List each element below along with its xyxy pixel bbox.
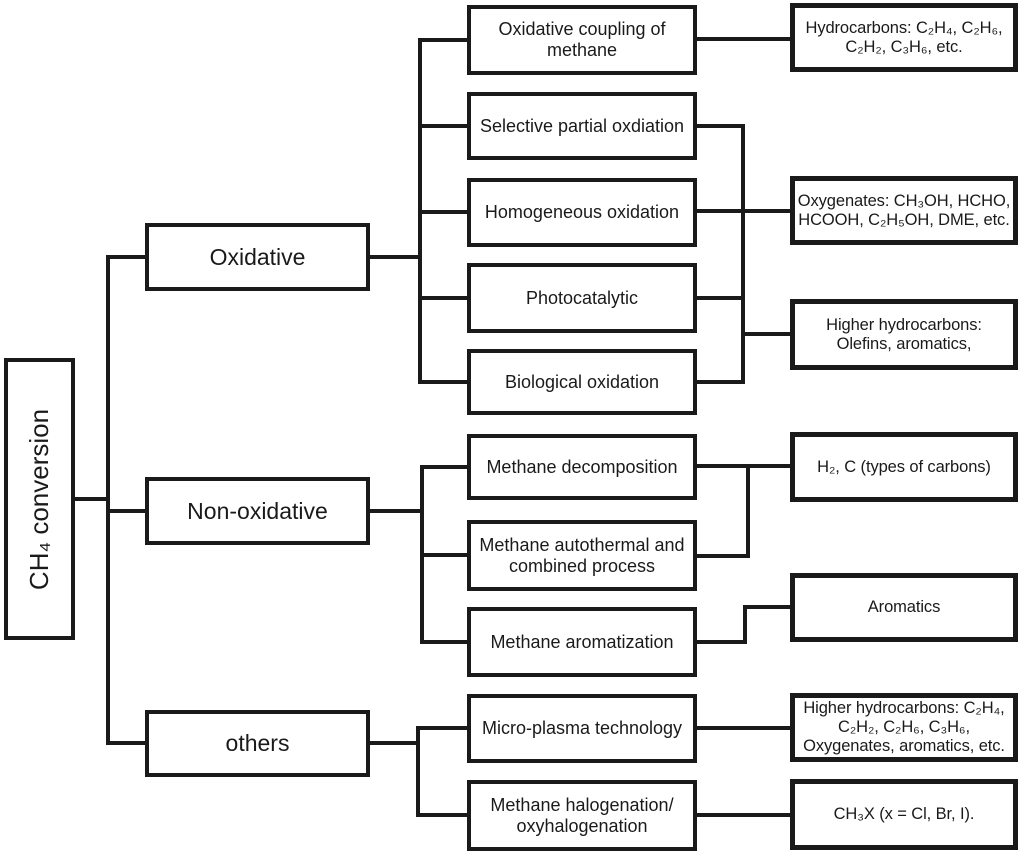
connector-line bbox=[370, 255, 422, 259]
node-non-oxidative: Non-oxidative bbox=[145, 477, 370, 545]
connector-line bbox=[697, 209, 792, 213]
connector-line bbox=[697, 124, 745, 128]
node-ch4-conversion-label: CH₄ conversion bbox=[24, 408, 54, 590]
node-photocatalytic: Photocatalytic bbox=[467, 263, 697, 333]
node-label: Methane aromatization bbox=[490, 631, 674, 652]
connector-line bbox=[420, 465, 469, 469]
node-label: Methane halogenation/ oxyhalogenation bbox=[490, 794, 674, 836]
connector-line bbox=[418, 38, 469, 42]
connector-line bbox=[416, 813, 469, 817]
connector-line bbox=[697, 296, 745, 300]
connector-line bbox=[741, 332, 792, 336]
node-label: Selective partial oxdiation bbox=[479, 115, 685, 136]
connector-line bbox=[697, 464, 792, 468]
connector-line bbox=[741, 124, 745, 384]
node-label: Biological oxidation bbox=[504, 371, 660, 392]
connector-line bbox=[418, 380, 469, 384]
connector-line bbox=[743, 605, 747, 644]
connector-line bbox=[697, 37, 792, 41]
connector-line bbox=[370, 509, 424, 513]
node-biological-oxidation: Biological oxidation bbox=[467, 349, 697, 415]
node-higher-hydrocarbons-mixed: Higher hydrocarbons: C₂H₄, C₂H₂, C₂H₆, C… bbox=[790, 693, 1018, 762]
node-h2-carbons: H₂, C (types of carbons) bbox=[790, 432, 1018, 502]
node-non-oxidative-label: Non-oxidative bbox=[187, 497, 328, 524]
connector-line bbox=[106, 741, 147, 745]
connector-line bbox=[418, 124, 469, 128]
node-label: Higher hydrocarbons: Olefins, aromatics, bbox=[826, 315, 982, 353]
node-label: Homogeneous oxidation bbox=[484, 202, 680, 223]
connector-line bbox=[106, 255, 110, 745]
node-label: Oxidative coupling of methane bbox=[498, 19, 666, 60]
connector-line bbox=[75, 497, 110, 501]
node-oxygenates: Oxygenates: CH₃OH, HCHO, HCOOH, C₂H₅OH, … bbox=[790, 176, 1018, 245]
node-label: H₂, C (types of carbons) bbox=[817, 457, 991, 476]
node-oxidative: Oxidative bbox=[145, 223, 370, 291]
node-others-label: others bbox=[225, 730, 290, 756]
node-ch4-conversion: CH₄ conversion bbox=[4, 358, 75, 640]
connector-line bbox=[418, 296, 469, 300]
connector-line bbox=[370, 741, 420, 745]
connector-line bbox=[416, 726, 469, 730]
node-label: Hydrocarbons: C₂H₄, C₂H₆, C₂H₂, C₃H₆, et… bbox=[805, 18, 1003, 56]
connector-line bbox=[106, 255, 147, 259]
node-label: Oxygenates: CH₃OH, HCHO, HCOOH, C₂H₅OH, … bbox=[797, 191, 1011, 229]
connector-line bbox=[697, 726, 792, 730]
node-methane-aromatization: Methane aromatization bbox=[467, 607, 697, 677]
node-micro-plasma-technology: Micro-plasma technology bbox=[467, 694, 697, 763]
connector-line bbox=[697, 380, 745, 384]
node-label: Aromatics bbox=[867, 598, 941, 617]
connector-line bbox=[106, 509, 147, 513]
connector-line bbox=[418, 210, 469, 214]
node-higher-hydrocarbons-olefins: Higher hydrocarbons: Olefins, aromatics, bbox=[790, 299, 1018, 370]
connector-line bbox=[697, 554, 750, 558]
node-hydrocarbons: Hydrocarbons: C₂H₄, C₂H₆, C₂H₂, C₃H₆, et… bbox=[790, 3, 1018, 72]
node-label: Higher hydrocarbons: C₂H₄, C₂H₂, C₂H₆, C… bbox=[803, 699, 1005, 755]
connector-line bbox=[416, 726, 420, 817]
node-label: Methane autothermal and combined process bbox=[479, 534, 685, 576]
connector-line bbox=[743, 605, 792, 609]
node-methane-halogenation: Methane halogenation/ oxyhalogenation bbox=[467, 780, 697, 851]
node-homogeneous-oxidation: Homogeneous oxidation bbox=[467, 178, 697, 247]
connector-line bbox=[420, 553, 469, 557]
node-label: CH₃X (x = Cl, Br, I). bbox=[833, 805, 975, 824]
node-oxidative-label: Oxidative bbox=[209, 243, 306, 270]
node-methane-decomposition: Methane decomposition bbox=[467, 434, 697, 500]
connector-line bbox=[746, 464, 750, 558]
connector-line bbox=[697, 640, 747, 644]
node-selective-partial-oxidation: Selective partial oxdiation bbox=[467, 92, 697, 160]
connector-line bbox=[697, 813, 792, 817]
node-ch3x: CH₃X (x = Cl, Br, I). bbox=[790, 779, 1018, 850]
node-others: others bbox=[145, 710, 370, 777]
node-methane-autothermal: Methane autothermal and combined process bbox=[467, 520, 697, 591]
node-aromatics: Aromatics bbox=[790, 573, 1018, 642]
node-label: Photocatalytic bbox=[525, 287, 639, 308]
node-label: Micro-plasma technology bbox=[481, 718, 683, 739]
node-oxidative-coupling-of-methane: Oxidative coupling of methane bbox=[467, 5, 697, 75]
node-label: Methane decomposition bbox=[486, 456, 678, 477]
connector-line bbox=[420, 640, 469, 644]
